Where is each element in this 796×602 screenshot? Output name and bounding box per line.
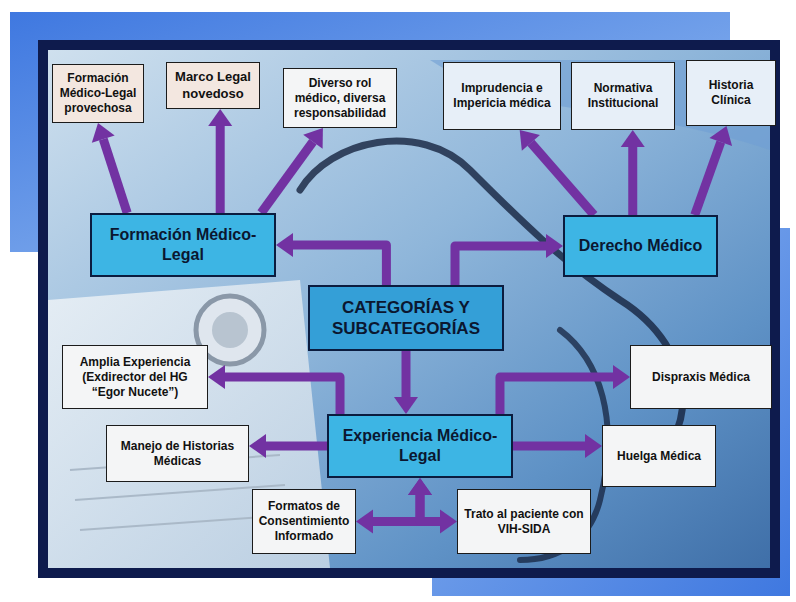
connector-line [225, 377, 340, 414]
subcategory-box: Formatos de Consentimiento Informado [252, 489, 356, 554]
subcategory-box: Diverso rol médico, diversa responsabili… [283, 68, 397, 128]
box-label: Marco Legal novedoso [172, 69, 254, 102]
box-label: Experiencia Médico-Legal [337, 426, 503, 466]
subcategory-box: Historia Clínica [686, 60, 776, 126]
connector-line [293, 245, 386, 285]
photo-ground [48, 50, 770, 568]
arrow-head [440, 510, 457, 534]
subcategory-box: Huelga Médica [602, 425, 716, 487]
connector-line [531, 143, 594, 215]
connector-arrow [695, 126, 732, 215]
box-label: Diverso rol médico, diversa responsabili… [289, 76, 391, 121]
arrow-head [92, 123, 115, 143]
navy-frame [38, 40, 780, 578]
connector-line [216, 126, 225, 213]
connector-line [261, 142, 313, 213]
arrow-head [394, 397, 418, 414]
connector-arrow [520, 130, 594, 215]
arrow-head [249, 434, 266, 458]
box-label: CATEGORÍAS Y SUBCATEGORÍAS [318, 297, 494, 340]
arrow-head [303, 128, 323, 149]
connector-arrow [621, 130, 645, 215]
arrow-head [520, 130, 540, 151]
arrow-head [208, 365, 225, 389]
arrow-head [613, 365, 630, 389]
box-label: Trato al paciente con VIH-SIDA [463, 507, 585, 537]
connector-arrow [408, 478, 457, 534]
arrow-head [408, 478, 432, 495]
connector-line [628, 147, 637, 215]
connector-arrow [394, 351, 418, 414]
category-box: Formación Médico-Legal [90, 213, 276, 277]
box-label: Formación Médico-Legal provechosa [58, 71, 138, 116]
category-box: Experiencia Médico-Legal [327, 414, 513, 478]
box-label: Imprudencia e Impericia médica [449, 81, 555, 111]
connector-arrow [276, 233, 386, 285]
box-label: Normativa Institucional [577, 81, 669, 111]
arrow-head [621, 130, 645, 147]
box-label: Dispraxis Médica [652, 370, 750, 385]
connector-arrow [261, 128, 323, 213]
arrow-head [709, 126, 732, 146]
connector-arrow [500, 365, 630, 414]
box-label: Amplia Experiencia (Exdirector del HG “E… [68, 355, 202, 400]
box-label: Formatos de Consentimiento Informado [258, 499, 350, 544]
connector-arrow [455, 234, 563, 285]
subcategory-box: Formación Médico-Legal provechosa [52, 64, 144, 123]
connector-arrow [249, 434, 327, 458]
box-label: Derecho Médico [579, 236, 703, 256]
subcategory-box: Marco Legal novedoso [166, 62, 260, 109]
connector-line [513, 442, 585, 451]
subcategory-box: Normativa Institucional [571, 62, 675, 130]
box-label: Manejo de Historias Médicas [112, 439, 243, 469]
connector-line [103, 139, 127, 213]
connector-arrow [208, 365, 340, 414]
connector-arrow [513, 434, 602, 458]
arrow-head [546, 234, 563, 258]
box-label: Formación Médico-Legal [100, 225, 266, 265]
arrow-head [276, 233, 293, 257]
connector-line [402, 351, 411, 397]
connector-line [695, 142, 721, 215]
subcategory-box: Imprudencia e Impericia médica [443, 62, 561, 130]
arrow-head [356, 510, 373, 534]
subcategory-box: Trato al paciente con VIH-SIDA [457, 489, 591, 554]
connector-arrow [208, 109, 232, 213]
connector-line [373, 495, 420, 522]
arrow-head [408, 478, 432, 495]
box-label: Huelga Médica [617, 449, 701, 464]
connector-arrow [92, 123, 127, 213]
box-label: Historia Clínica [692, 78, 770, 108]
connector-line [500, 377, 613, 414]
stethoscope-chestpiece [212, 312, 248, 348]
subcategory-box: Dispraxis Médica [630, 345, 772, 409]
subcategory-box: Manejo de Historias Médicas [106, 425, 249, 482]
subcategory-box: Amplia Experiencia (Exdirector del HG “E… [62, 345, 208, 409]
category-box: Derecho Médico [563, 215, 718, 277]
arrow-head [585, 434, 602, 458]
connector-line [266, 442, 327, 451]
central-box: CATEGORÍAS Y SUBCATEGORÍAS [308, 285, 504, 351]
connector-line [420, 495, 440, 522]
connector-line [455, 246, 546, 285]
arrow-head [208, 109, 232, 126]
